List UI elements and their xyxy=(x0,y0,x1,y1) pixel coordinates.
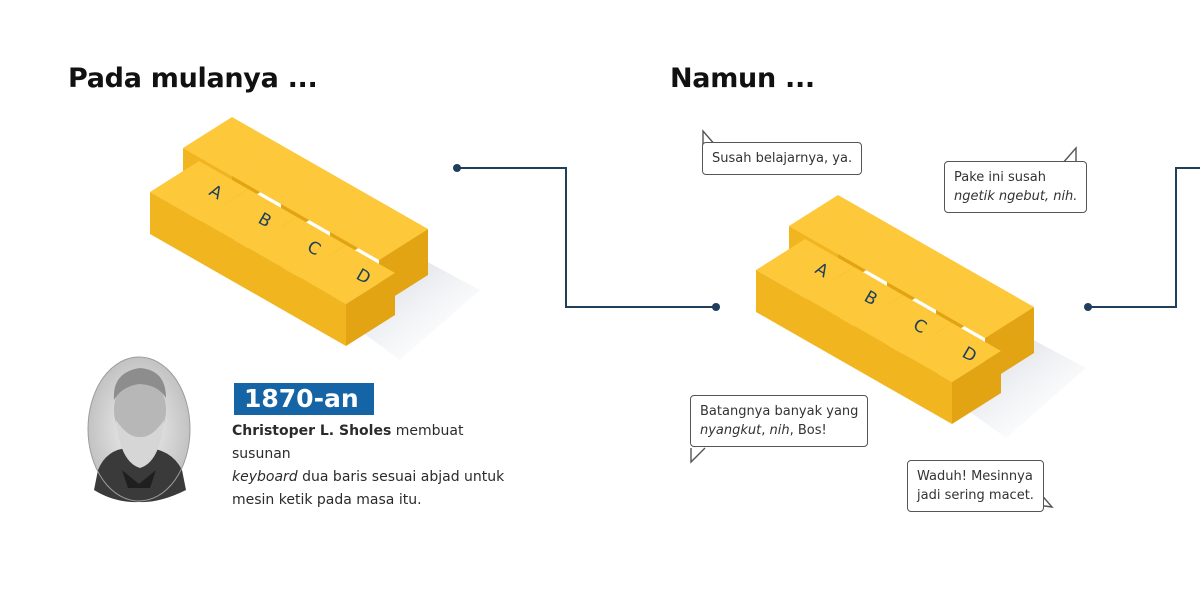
bubble-4-line1: Waduh! Mesinnya xyxy=(917,469,1033,484)
typewriter-keys-left: A B C D xyxy=(150,117,480,360)
heading-right: Namun ... xyxy=(670,63,815,94)
bubble-3-sep: , xyxy=(761,423,770,438)
inventor-name: Christoper L. Sholes xyxy=(232,423,392,439)
connector-dot-start-right xyxy=(1084,303,1092,311)
connector-dot-start xyxy=(453,164,461,172)
bubble-1-text: Susah belajarnya, ya. xyxy=(712,151,853,166)
typewriter-keys-right: A B C D xyxy=(756,195,1086,438)
desc-italic: keyboard xyxy=(232,469,298,485)
bubble-4-line2: jadi sering macet. xyxy=(917,488,1034,503)
bubble-3-line1: Batangnya banyak yang xyxy=(700,404,859,419)
key-shadow xyxy=(345,258,480,360)
speech-bubble-2: Pake ini susah ngetik ngebut, nih. xyxy=(944,161,1088,213)
speech-bubble-1: Susah belajarnya, ya. xyxy=(702,142,863,175)
bubble-2-line1: Pake ini susah xyxy=(954,170,1047,185)
key-d-right xyxy=(903,323,1001,424)
portrait-sholes xyxy=(87,356,191,503)
heading-left: Pada mulanya ... xyxy=(68,63,318,94)
year-badge: 1870-an xyxy=(234,383,374,415)
bubble-3-italic-a: nyangkut xyxy=(700,423,762,438)
bubble-3-italic-b: nih xyxy=(769,423,790,438)
connector-dot-end xyxy=(712,303,720,311)
desc-part1: membuat susunan xyxy=(232,423,464,462)
bubble-3-end: , Bos! xyxy=(789,423,827,438)
connector-line-left xyxy=(453,164,720,311)
key-shadow-right xyxy=(951,336,1086,438)
description: Christoper L. Sholes membuat susunan key… xyxy=(232,420,512,512)
connector-line-right xyxy=(1084,167,1200,311)
bubble-2-line2: ngetik ngebut, nih. xyxy=(954,189,1078,204)
desc-part2: dua baris sesuai abjad untuk xyxy=(297,469,505,485)
speech-bubble-3: Batangnya banyak yang nyangkut, nih, Bos… xyxy=(690,395,869,447)
key-d xyxy=(297,245,395,346)
desc-part3: mesin ketik pada masa itu. xyxy=(232,492,422,508)
speech-bubble-4: Waduh! Mesinnya jadi sering macet. xyxy=(907,460,1044,512)
